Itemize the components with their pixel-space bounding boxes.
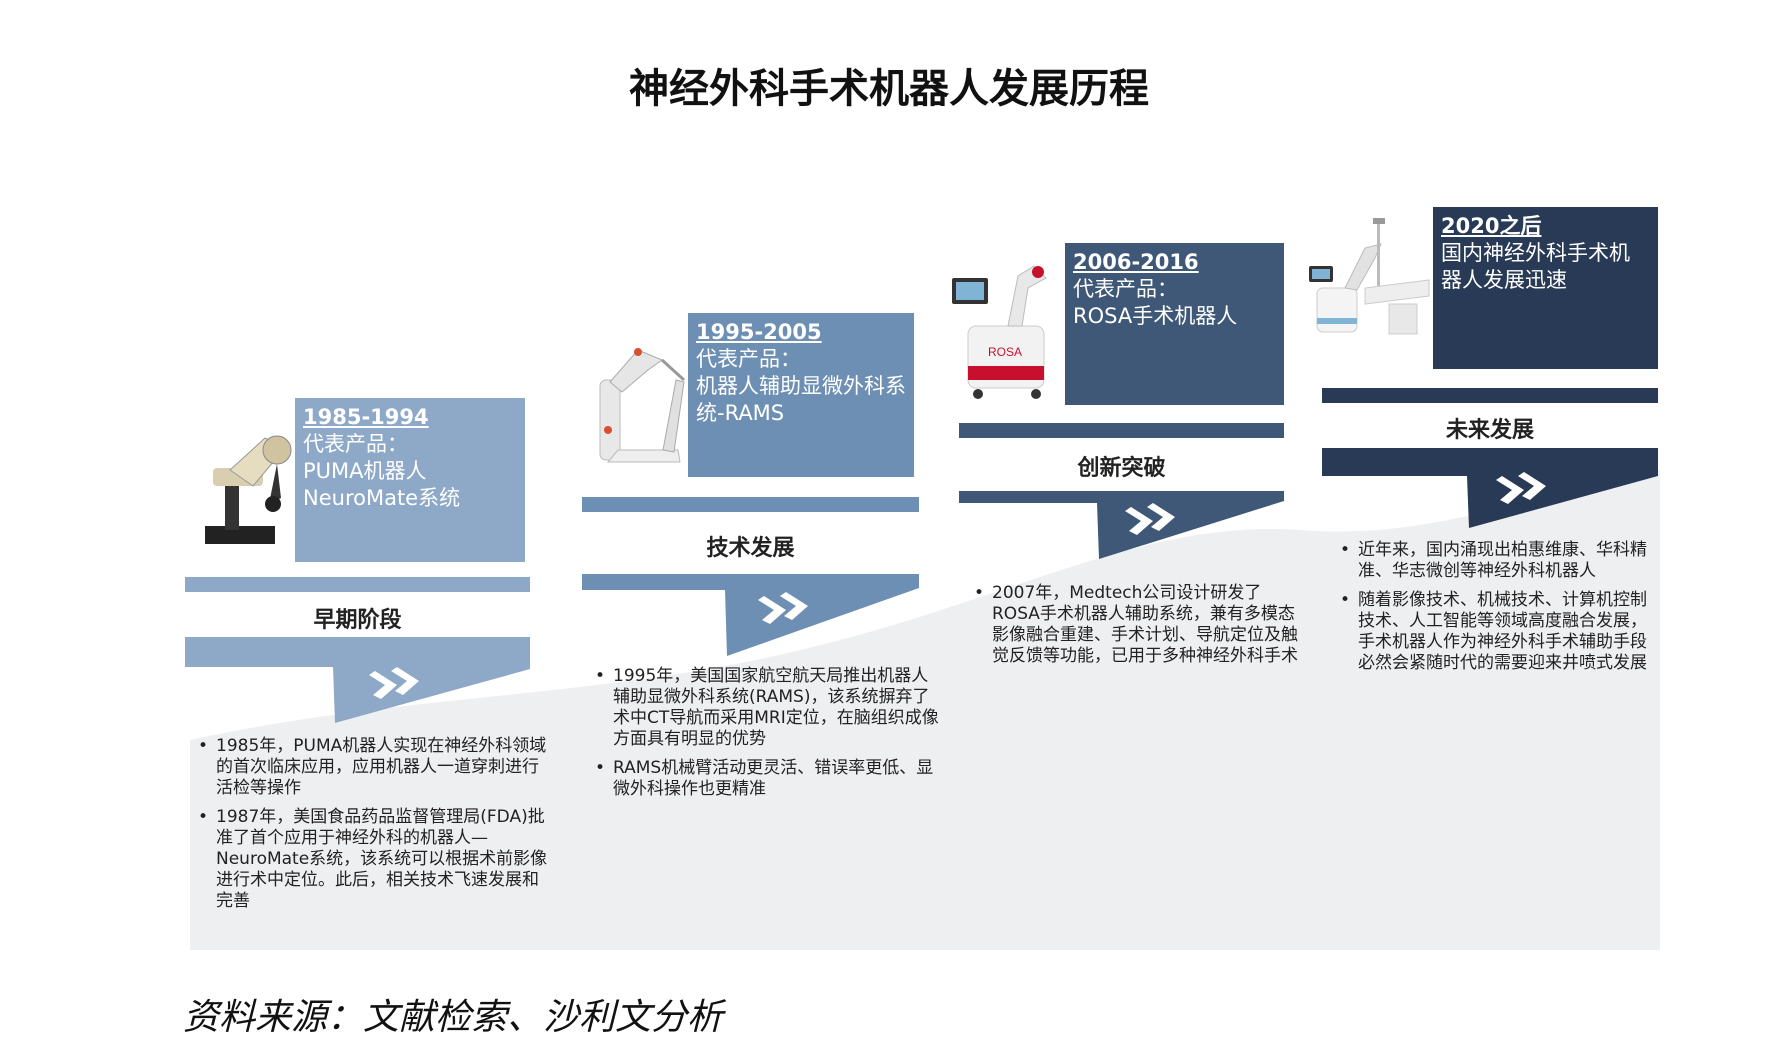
stage-3-bullet: 2007年，Medtech公司设计研发了ROSA手术机器人辅助系统，兼有多模态影… [974,583,1304,667]
stage-1-period: 1985-1994 [303,405,429,429]
source-note: 资料来源：文献检索、沙利文分析 [183,997,724,1038]
rams-robot-arm-icon [599,348,686,463]
stage-1-bullet: 1987年，美国食品药品监督管理局(FDA)批准了首个应用于神经外科的机器人—N… [198,807,548,912]
stage-1-label: 早期阶段 [313,608,402,633]
stage-2-bar [582,497,919,512]
stage-1-product-line-2: NeuroMate系统 [303,486,461,510]
stage-2-banner [582,574,919,656]
chevron-right-icon [1496,472,1546,504]
stage-1-bullet: 1985年，PUMA机器人实现在神经外科领域的首次临床应用，应用机器人一道穿刺进… [198,736,548,799]
stage-2-bullet: 1995年，美国国家航空航天局推出机器人辅助显微外科系统(RAMS)，该系统摒弃… [595,666,940,750]
stage-3-bullets: 2007年，Medtech公司设计研发了ROSA手术机器人辅助系统，兼有多模态影… [974,583,1304,675]
stage-2-period: 1995-2005 [696,320,822,344]
stage-3-product-line-1: ROSA手术机器人 [1073,304,1238,328]
stage-1-bar [185,577,530,592]
stage-1-product-label: 代表产品： [303,432,408,456]
stage-2-product-label: 代表产品： [696,347,801,371]
stage-2-bullet: RAMS机械臂活动更灵活、错误率更低、显微外科操作也更精准 [595,758,940,800]
svg-text:ROSA: ROSA [988,345,1022,359]
stage-2-bullets: 1995年，美国国家航空航天局推出机器人辅助显微外科系统(RAMS)，该系统摒弃… [595,666,940,808]
stage-4-product-line-2: 器人发展迅速 [1441,268,1567,292]
stage-3-bar [959,423,1284,438]
stage-1-info-box: 1985-1994 代表产品： PUMA机器人 NeuroMate系统 [295,398,525,562]
stage-4-product-line-1: 国内神经外科手术机 [1441,241,1630,265]
puma-robot-icon [205,435,292,544]
stage-3-banner [959,491,1284,559]
stage-3-period: 2006-2016 [1073,250,1199,274]
domestic-robot-icon [1309,218,1430,335]
stage-4-info-box: 2020之后 国内神经外科手术机 器人发展迅速 [1433,207,1658,369]
stage-4-bullet: 近年来，国内涌现出柏惠维康、华科精准、华志微创等神经外科机器人 [1340,540,1658,582]
chevron-right-icon [369,667,419,699]
stage-2-info-box: 1995-2005 代表产品： 机器人辅助显微外科系 统-RAMS [688,313,914,477]
stage-2-label: 技术发展 [706,536,795,561]
stage-2-product-line-2: 统-RAMS [696,401,785,425]
stage-1-banner [185,637,530,723]
stage-3-label: 创新突破 [1077,456,1166,481]
stage-1-product-line-1: PUMA机器人 [303,459,427,483]
stage-4-period: 2020之后 [1441,214,1542,238]
stage-3-product-label: 代表产品： [1073,277,1178,301]
stage-1-bullets: 1985年，PUMA机器人实现在神经外科领域的首次临床应用，应用机器人一道穿刺进… [198,736,548,920]
stage-4-bullets: 近年来，国内涌现出柏惠维康、华科精准、华志微创等神经外科机器人 随着影像技术、机… [1340,540,1658,682]
stage-4-label: 未来发展 [1445,418,1534,443]
stage-2-product-line-1: 机器人辅助显微外科系 [696,374,906,398]
stage-4-bullet: 随着影像技术、机械技术、计算机控制技术、人工智能等领域高度融合发展，手术机器人作… [1340,590,1658,674]
stage-3-info-box: 2006-2016 代表产品： ROSA手术机器人 [1065,243,1284,405]
page-title: 神经外科手术机器人发展历程 [629,66,1149,112]
stage-4-bar [1322,388,1658,403]
chevron-right-icon [758,592,808,624]
rosa-robot-icon: ROSA [952,265,1047,399]
stage-4-banner [1322,448,1658,528]
chevron-right-icon [1125,503,1175,535]
